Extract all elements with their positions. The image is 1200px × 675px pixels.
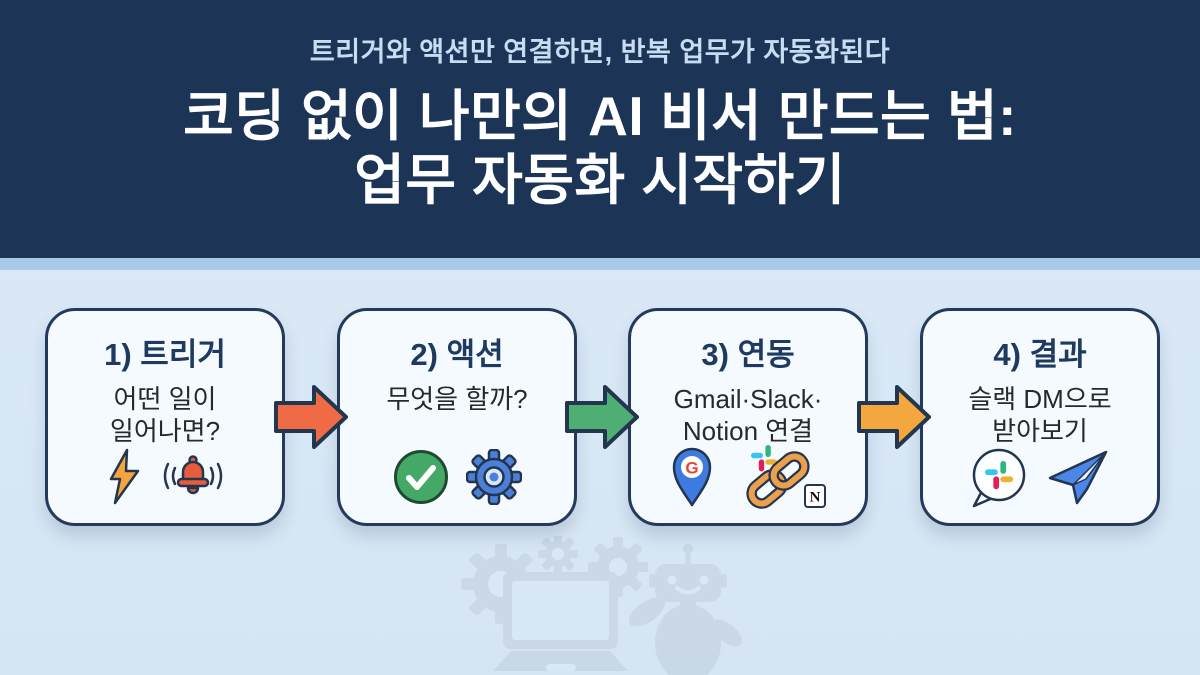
lightning-icon (109, 448, 140, 505)
title-line-1: 코딩 없이 나만의 AI 비서 만드는 법: (183, 85, 1017, 147)
step-card-result: 4) 결과 슬랙 DM으로 받아보기 (920, 308, 1160, 526)
step-icons: G (631, 445, 865, 509)
arrow-right-icon (565, 385, 639, 449)
step-description: Gmail·Slack· Notion 연결 (673, 384, 823, 446)
slack-speech-bubble-icon (972, 448, 1026, 508)
notion-icon: N (804, 484, 826, 508)
step-card-action: 2) 액션 무엇을 할까? (337, 308, 577, 526)
arrow-right-icon (274, 385, 348, 449)
notion-n-letter: N (810, 490, 821, 506)
page-title: 코딩 없이 나만의 AI 비서 만드는 법:업무 자동화 시작하기 (0, 85, 1200, 213)
bell-icon (163, 455, 223, 495)
robot-icon (628, 544, 742, 675)
step-description: 슬랙 DM으로 받아보기 (968, 384, 1112, 446)
step-card-integration: 3) 연동 Gmail·Slack· Notion 연결 G (628, 308, 868, 526)
accent-strip (0, 258, 1200, 270)
integration-links-cluster: N (746, 445, 826, 509)
gear-icon (538, 536, 578, 574)
step-icons (340, 445, 574, 509)
step-icons (48, 445, 282, 509)
google-map-pin-icon: G (672, 447, 712, 507)
watermark-graphics (461, 536, 742, 675)
step-description: 어떤 일이 일어나면? (109, 384, 221, 446)
step-icons (923, 445, 1157, 509)
step-card-trigger: 1) 트리거 어떤 일이 일어나면? (45, 308, 285, 526)
arrow-right-icon (857, 385, 931, 449)
laptop-icon (493, 572, 628, 671)
google-g-letter: G (685, 459, 698, 478)
subtitle: 트리거와 액션만 연결하면, 반복 업무가 자동화된다 (309, 37, 891, 67)
chain-link-icon (746, 451, 810, 509)
title-line-2: 업무 자동화 시작하기 (354, 148, 846, 211)
step-title: 4) 결과 (993, 337, 1087, 372)
step-description: 무엇을 할까? (386, 384, 528, 414)
check-circle-icon (394, 450, 448, 504)
gear-icon (466, 449, 522, 505)
step-title: 2) 액션 (410, 337, 504, 372)
step-title: 3) 연동 (701, 337, 795, 372)
step-title: 1) 트리거 (104, 337, 226, 372)
paper-plane-icon (1048, 450, 1108, 505)
header-band: 트리거와 액션만 연결하면, 반복 업무가 자동화된다 코딩 없이 나만의 AI… (0, 0, 1200, 258)
